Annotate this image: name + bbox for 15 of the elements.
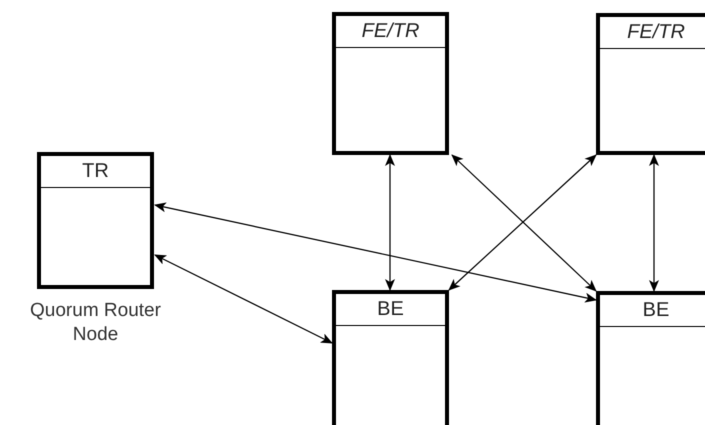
node-box (596, 13, 705, 155)
node-title: TR (41, 156, 150, 188)
node-box (596, 291, 705, 425)
double-arrow (154, 254, 333, 344)
double-arrow (385, 154, 395, 291)
node-title: BE (336, 294, 445, 326)
node-caption: Quorum Router Node (29, 299, 162, 347)
node-box (37, 152, 154, 289)
double-arrow (154, 202, 597, 303)
node-title: FE/TR (336, 16, 445, 48)
node-title: BE (600, 295, 705, 327)
node-title: FE/TR (600, 17, 705, 49)
node-box (332, 12, 449, 155)
node-box (332, 290, 449, 425)
double-arrow (649, 154, 659, 292)
